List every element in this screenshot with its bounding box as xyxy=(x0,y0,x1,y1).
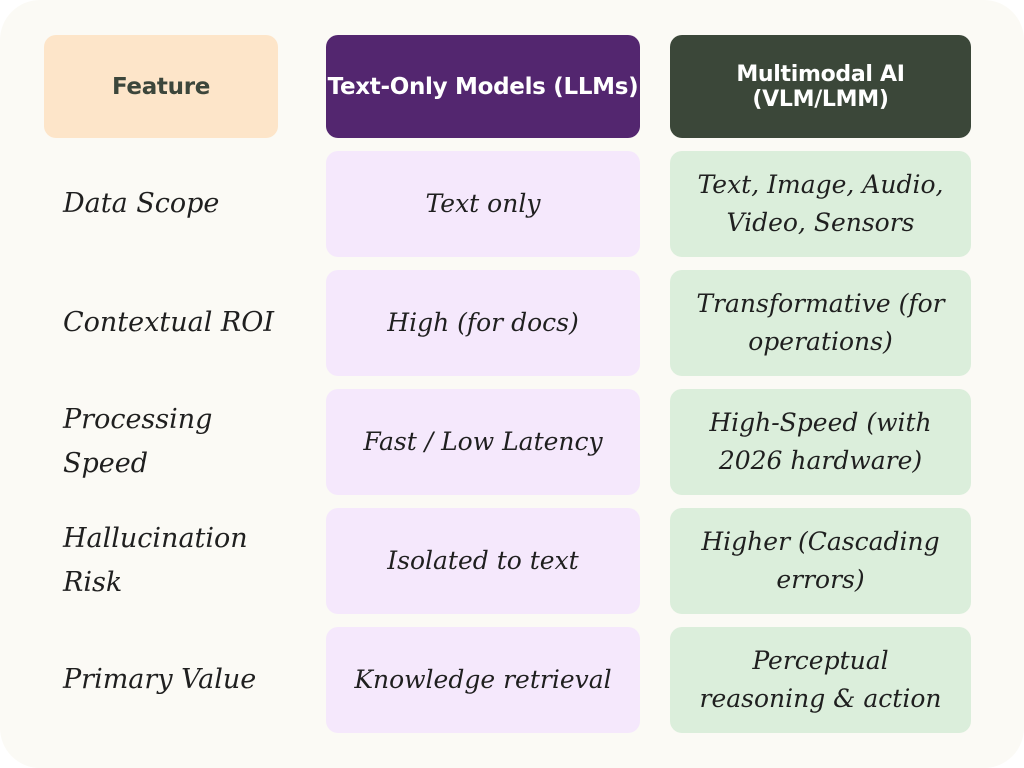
llm-cell-hallucination-risk: Isolated to text xyxy=(326,508,640,614)
header-text-only-models: Text-Only Models (LLMs) xyxy=(326,35,640,138)
vlm-cell-contextual-roi: Transformative (for operations) xyxy=(670,270,971,376)
row-label-hallucination-risk: Hallucination Risk xyxy=(63,523,248,598)
vlm-cell-hallucination-risk: Higher (Cascading errors) xyxy=(670,508,971,614)
llm-cell-processing-speed: Fast / Low Latency xyxy=(326,389,640,495)
row-label-primary-value: Primary Value xyxy=(63,664,257,695)
row-label-data-scope: Data Scope xyxy=(63,188,220,219)
row-label-processing-speed: Processing Speed xyxy=(63,404,213,479)
vlm-cell-data-scope: Text, Image, Audio, Video, Sensors xyxy=(670,151,971,257)
vlm-cell-primary-value: Perceptual reasoning & action xyxy=(670,627,971,733)
llm-cell-primary-value: Knowledge retrieval xyxy=(326,627,640,733)
header-feature: Feature xyxy=(44,35,278,138)
header-multimodal-ai: Multimodal AI (VLM/LMM) xyxy=(670,35,971,138)
vlm-cell-processing-speed: High-Speed (with 2026 hardware) xyxy=(670,389,971,495)
llm-cell-data-scope: Text only xyxy=(326,151,640,257)
row-label-contextual-roi: Contextual ROI xyxy=(63,307,275,338)
llm-cell-contextual-roi: High (for docs) xyxy=(326,270,640,376)
